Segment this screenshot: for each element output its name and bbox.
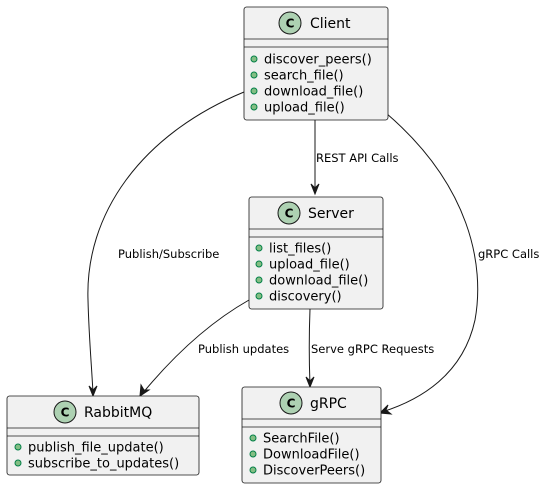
class-badge-letter: C bbox=[287, 397, 296, 411]
public-visibility-icon bbox=[249, 434, 257, 442]
edge-client-rabbitmq bbox=[87, 91, 245, 398]
method-item: SearchFile() bbox=[263, 432, 340, 447]
class-badge-letter: C bbox=[286, 17, 295, 31]
method-item: publish_file_update() bbox=[28, 441, 164, 456]
public-visibility-icon bbox=[255, 292, 263, 300]
method-item: list_files() bbox=[269, 242, 331, 257]
edge-server-grpc bbox=[305, 308, 315, 389]
public-visibility-icon bbox=[250, 55, 258, 63]
arrowhead-server-rabbitmq bbox=[139, 383, 151, 397]
label-client-rabbitmq: Publish/Subscribe bbox=[118, 247, 219, 261]
class-name-rabbitmq: RabbitMQ bbox=[84, 405, 152, 421]
class-grpc[interactable]: C gRPC SearchFile() DownloadFile() Disco… bbox=[241, 386, 382, 484]
relations bbox=[87, 91, 479, 415]
label-server-rabbitmq: Publish updates bbox=[198, 342, 289, 356]
arrowhead-client-grpc bbox=[378, 404, 393, 415]
label-client-grpc: gRPC Calls bbox=[478, 247, 539, 261]
method-item: download_file() bbox=[269, 274, 368, 289]
class-name-client: Client bbox=[310, 16, 351, 32]
arrowhead-server-grpc bbox=[305, 376, 315, 389]
edge-client-server bbox=[310, 120, 320, 196]
class-server[interactable]: C Server list_files() upload_file() down… bbox=[248, 196, 384, 310]
class-client[interactable]: C Client discover_peers() search_file() … bbox=[243, 6, 389, 121]
public-visibility-icon bbox=[249, 450, 257, 458]
method-item: search_file() bbox=[264, 69, 344, 84]
public-visibility-icon bbox=[255, 276, 263, 284]
public-visibility-icon bbox=[249, 466, 257, 474]
class-badge-letter: C bbox=[61, 406, 70, 420]
class-badge-icon bbox=[279, 391, 303, 415]
method-item: upload_file() bbox=[264, 101, 345, 116]
method-item: upload_file() bbox=[269, 258, 350, 273]
method-item: download_file() bbox=[264, 85, 363, 100]
arrowhead-client-rabbitmq bbox=[88, 385, 98, 398]
class-badge-letter: C bbox=[285, 207, 294, 221]
class-badge-icon bbox=[53, 400, 77, 424]
method-item: discovery() bbox=[269, 290, 342, 305]
class-badge-icon bbox=[278, 11, 302, 35]
label-server-grpc: Serve gRPC Requests bbox=[311, 342, 434, 356]
public-visibility-icon bbox=[255, 260, 263, 268]
edge-server-rabbitmq bbox=[139, 299, 250, 397]
public-visibility-icon bbox=[255, 244, 263, 252]
public-visibility-icon bbox=[250, 103, 258, 111]
public-visibility-icon bbox=[250, 71, 258, 79]
method-item: discover_peers() bbox=[264, 53, 372, 68]
public-visibility-icon bbox=[250, 87, 258, 95]
public-visibility-icon bbox=[14, 459, 22, 467]
class-name-server: Server bbox=[308, 206, 354, 222]
class-badge-icon bbox=[277, 201, 301, 225]
method-item: subscribe_to_updates() bbox=[28, 457, 179, 472]
public-visibility-icon bbox=[14, 443, 22, 451]
class-rabbitmq[interactable]: C RabbitMQ publish_file_update() subscri… bbox=[6, 395, 200, 476]
method-item: DiscoverPeers() bbox=[263, 464, 365, 479]
arrowhead-client-server bbox=[310, 183, 320, 196]
edge-client-grpc bbox=[378, 112, 479, 415]
method-item: DownloadFile() bbox=[263, 448, 360, 463]
label-client-server: REST API Calls bbox=[316, 151, 399, 165]
class-name-grpc: gRPC bbox=[310, 396, 347, 412]
